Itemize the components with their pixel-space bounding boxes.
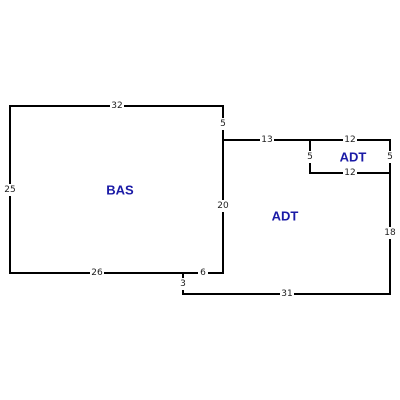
dim-bas-right: 20 <box>217 201 229 211</box>
dim-step-down: 3 <box>180 279 186 289</box>
dim-small-top: 12 <box>344 135 355 145</box>
area-label-adt-main: ADT <box>272 209 299 224</box>
dim-small-right: 5 <box>387 152 393 162</box>
dim-bas-top: 32 <box>111 101 122 111</box>
dim-bas-left: 25 <box>4 185 15 195</box>
dim-adt-right: 18 <box>384 228 396 238</box>
area-labels: BAS ADT ADT <box>106 150 366 224</box>
dim-adt-bottom: 31 <box>281 289 292 299</box>
dimension-labels: 32 25 26 5 20 6 3 13 12 5 5 12 18 31 <box>4 101 397 299</box>
dim-bas-bottom: 26 <box>91 268 103 278</box>
area-label-adt-small: ADT <box>340 150 367 165</box>
dim-small-left: 5 <box>307 152 313 162</box>
area-label-bas: BAS <box>106 183 134 198</box>
dim-bas-bottom-right: 6 <box>200 268 206 278</box>
dim-adt-top: 13 <box>261 135 272 145</box>
dim-small-bottom: 12 <box>344 168 355 178</box>
dim-bas-right-upper: 5 <box>220 119 226 129</box>
